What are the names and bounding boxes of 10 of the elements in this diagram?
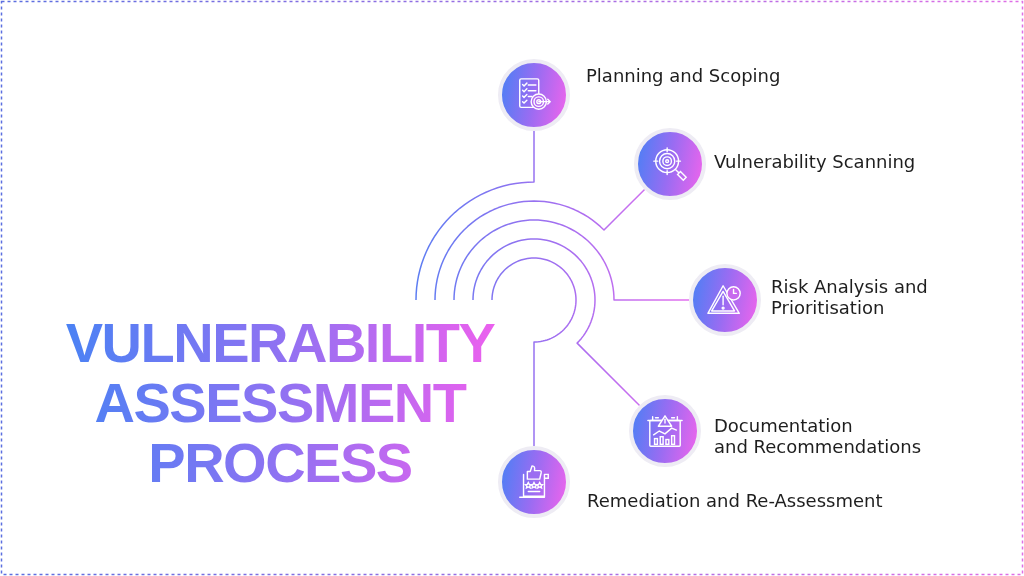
connector-line bbox=[434, 188, 646, 301]
step-label: Vulnerability Scanning bbox=[714, 151, 916, 172]
connector-line bbox=[472, 238, 641, 407]
step-label: Risk Analysis and Prioritisation bbox=[771, 276, 929, 318]
connector-line bbox=[453, 219, 690, 301]
step-label: Remediation and Re-Assessment bbox=[587, 490, 883, 511]
step-label: Documentation and Recommendations bbox=[714, 415, 922, 457]
step-label: Planning and Scoping bbox=[586, 65, 781, 86]
connector-line bbox=[415, 130, 535, 301]
connector-line bbox=[491, 257, 577, 447]
